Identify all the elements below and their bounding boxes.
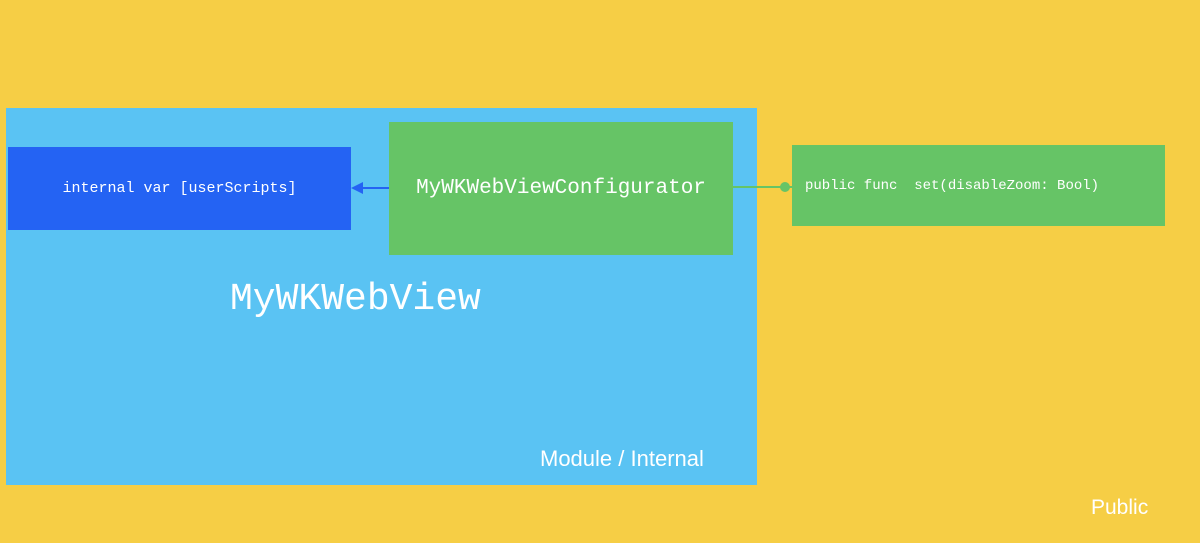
configurator-label: MyWKWebViewConfigurator — [416, 177, 706, 200]
public-func-box: public func set(disableZoom: Bool) — [792, 145, 1165, 226]
module-internal-label: Module / Internal — [540, 446, 704, 471]
internal-var-box: internal var [userScripts] — [8, 147, 351, 230]
configurator-box: MyWKWebViewConfigurator — [389, 122, 733, 255]
arrow-head-icon — [351, 182, 363, 194]
internal-var-label: internal var [userScripts] — [62, 180, 297, 197]
module-title: MyWKWebView — [230, 278, 481, 321]
public-label: Public — [1091, 496, 1149, 519]
connector-dot-icon — [780, 182, 790, 192]
public-func-label: public func set(disableZoom: Bool) — [805, 177, 1100, 194]
